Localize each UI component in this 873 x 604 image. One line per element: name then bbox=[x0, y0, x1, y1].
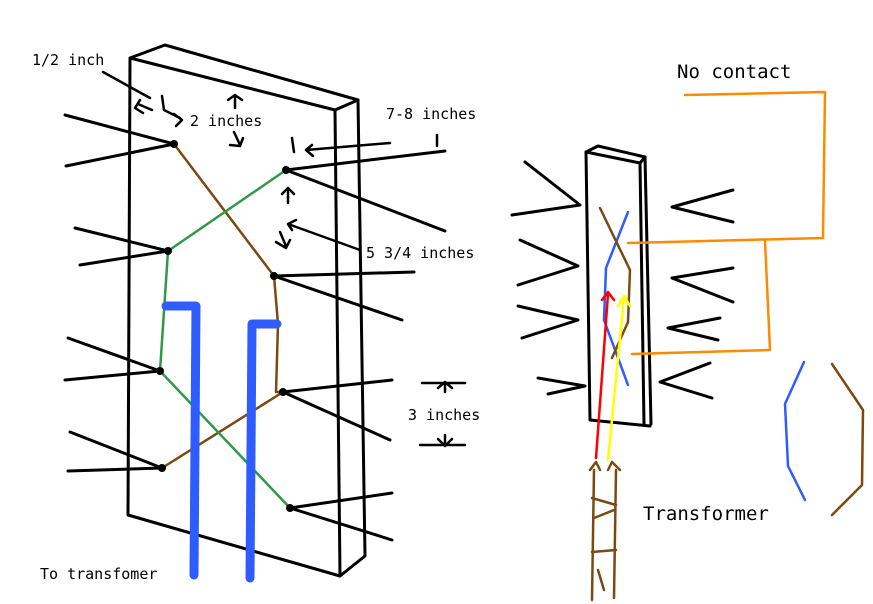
contact-dot bbox=[170, 140, 178, 148]
blue-wire-left-1 bbox=[161, 301, 201, 580]
contact-dot bbox=[286, 504, 294, 512]
label-two-inches: 2 inches bbox=[190, 112, 262, 130]
label-five-three-quarter-inches: 5 3/4 inches bbox=[366, 244, 474, 262]
label-no-contact: No contact bbox=[677, 61, 791, 83]
contact-dot bbox=[164, 247, 172, 255]
contact-dot bbox=[158, 464, 166, 472]
label-half-inch: 1/2 inch bbox=[32, 51, 104, 69]
contact-dot bbox=[156, 367, 164, 375]
twisted-cable bbox=[588, 460, 622, 602]
transformer-coil-blue bbox=[783, 360, 807, 502]
label-transformer: Transformer bbox=[643, 503, 769, 525]
green-wire-left bbox=[158, 168, 292, 510]
label-seven-eight-inches: 7-8 inches bbox=[386, 105, 476, 123]
red-wire bbox=[594, 290, 616, 460]
left-board-spikes bbox=[63, 113, 447, 542]
right-board bbox=[584, 144, 653, 428]
brown-wire-left bbox=[160, 142, 285, 470]
dimension-arrows bbox=[101, 70, 467, 448]
contact-dot bbox=[270, 272, 278, 280]
contact-dot bbox=[282, 166, 290, 174]
contact-dot bbox=[279, 388, 287, 396]
yellow-wire bbox=[606, 294, 632, 462]
orange-wire bbox=[626, 90, 827, 356]
label-three-inches: 3 inches bbox=[408, 406, 480, 424]
right-board-chevrons bbox=[510, 160, 735, 400]
transformer-coil-brown bbox=[830, 362, 865, 517]
label-to-transformer: To transfomer bbox=[40, 565, 157, 583]
blue-wire-left-2 bbox=[245, 319, 282, 583]
